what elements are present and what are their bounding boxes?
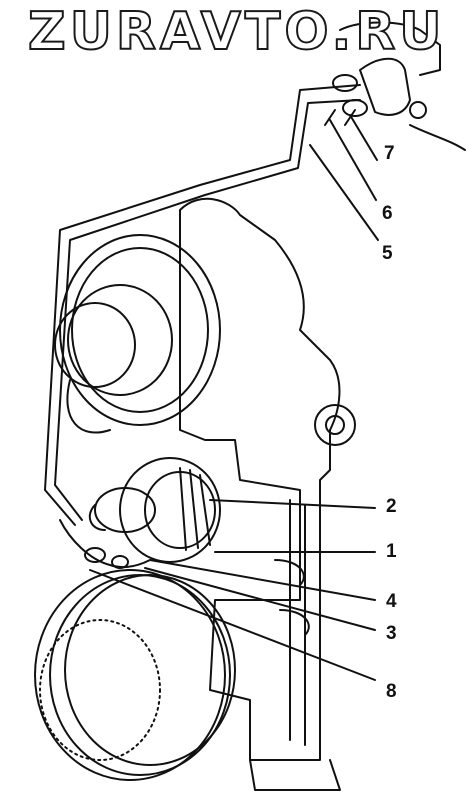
sensor-coil — [179, 467, 187, 551]
connector — [84, 547, 106, 563]
connector — [111, 555, 129, 569]
hose — [409, 124, 466, 151]
leader-line-6 — [329, 119, 377, 201]
callout-1: 1 — [386, 541, 397, 562]
camshaft-pulley-outer — [59, 234, 221, 426]
sensor-housing — [119, 457, 221, 563]
pulley-shading — [66, 379, 111, 434]
sensor-cap — [94, 487, 156, 533]
sensor-connector — [88, 504, 106, 531]
watermark-logo: ZURAVTO.RU — [27, 1, 446, 63]
fitting — [342, 99, 368, 117]
callout-6: 6 — [382, 203, 393, 224]
sensor-coil — [189, 469, 199, 549]
callout-8: 8 — [386, 681, 397, 702]
callout-3: 3 — [386, 623, 397, 644]
connector-cluster — [59, 519, 151, 569]
pipe-line — [324, 109, 336, 126]
crank-pulley-outer — [34, 569, 226, 781]
sensor-coil — [199, 474, 211, 546]
cover-boss-inner — [325, 415, 345, 435]
fitting — [332, 74, 358, 92]
leader-line-4 — [149, 559, 376, 601]
cover-boss — [314, 404, 356, 446]
block-notch — [274, 559, 305, 586]
pipe-line — [44, 84, 361, 526]
leader-line-5 — [309, 144, 379, 241]
camshaft-pulley-hub — [67, 284, 173, 396]
camshaft-pulley-rim — [71, 247, 209, 413]
callout-5: 5 — [382, 243, 393, 264]
block-edge — [249, 759, 341, 791]
engine-block — [179, 197, 341, 761]
block-notch — [279, 609, 310, 636]
camshaft-pulley-face — [54, 302, 136, 388]
crank-pulley-face — [39, 619, 161, 761]
callout-2: 2 — [386, 496, 397, 517]
bolt — [409, 101, 427, 119]
leader-line-7 — [349, 114, 378, 161]
pipe-line — [344, 109, 356, 126]
callout-7: 7 — [384, 143, 395, 164]
bracket — [339, 21, 441, 76]
leader-line-2 — [209, 499, 376, 509]
pipe-line — [54, 99, 361, 521]
fitting-body — [359, 57, 411, 116]
callout-4: 4 — [386, 591, 397, 612]
crank-pulley-groove — [64, 574, 236, 766]
leader-line-3 — [144, 567, 376, 631]
leader-line-8 — [89, 569, 376, 681]
